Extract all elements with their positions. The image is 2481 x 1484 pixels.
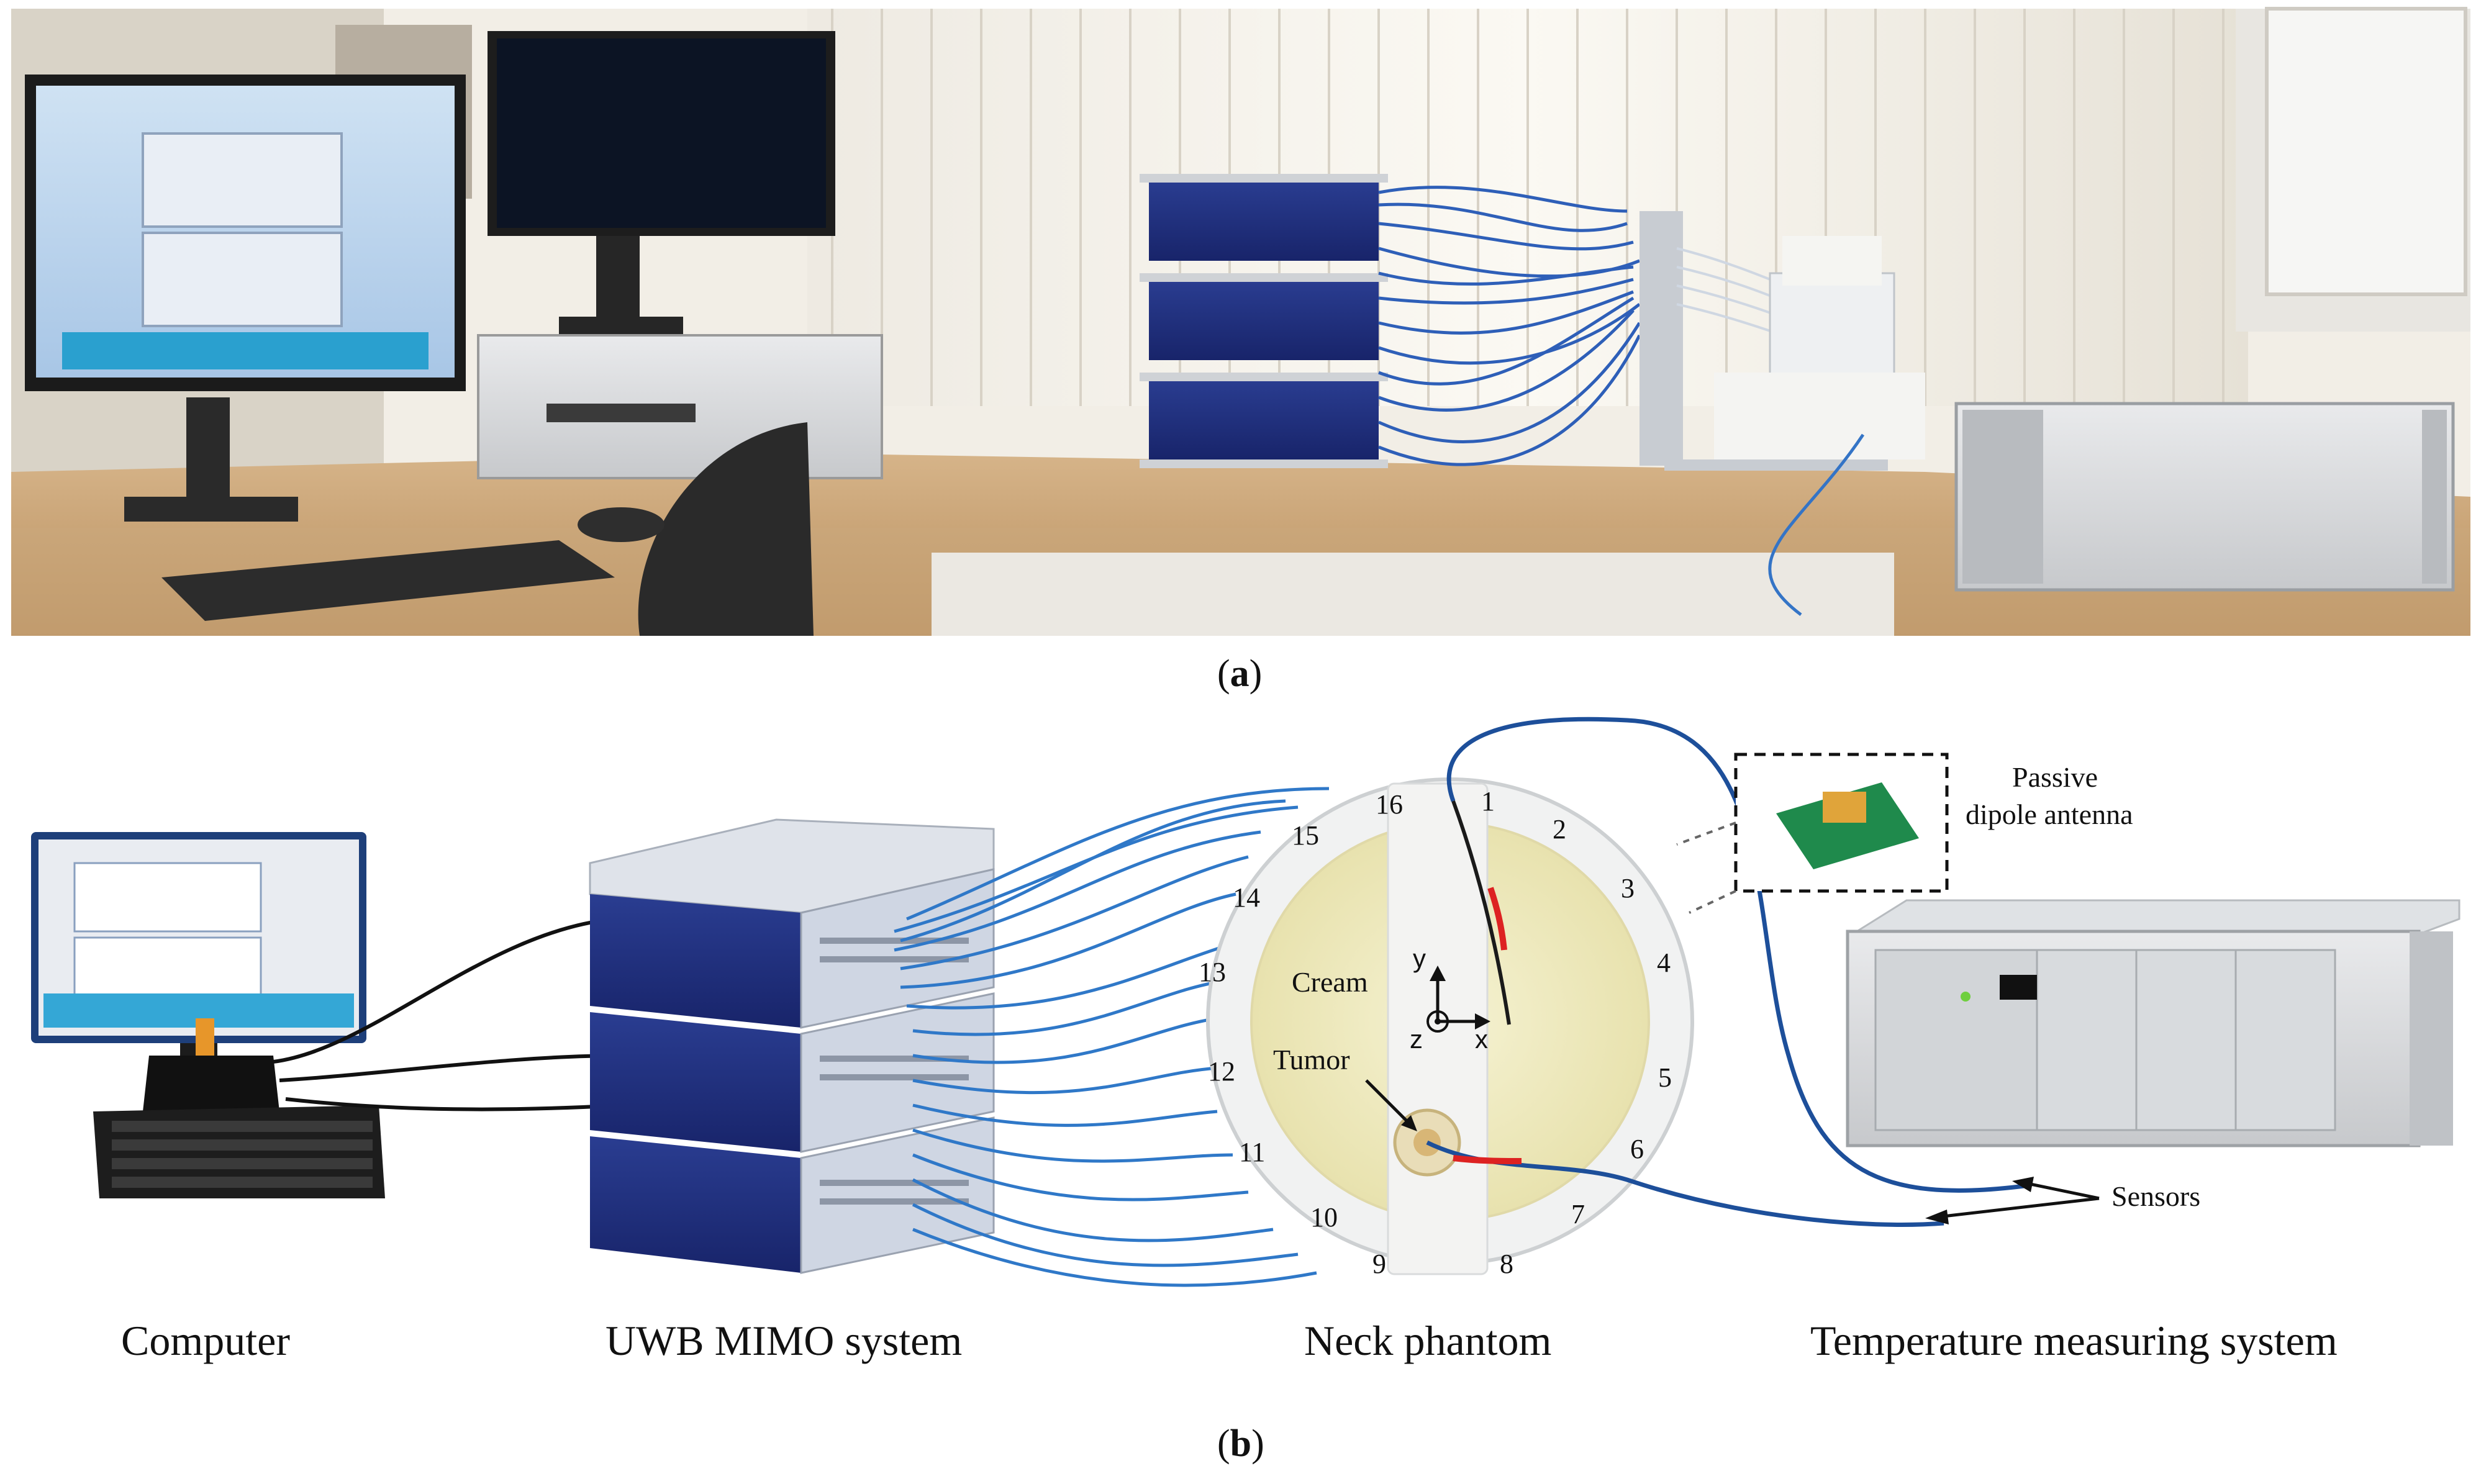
coaxial-cables: [894, 787, 1330, 1287]
photo-cables: [1377, 186, 1641, 466]
antenna-number: 11: [1239, 1137, 1266, 1167]
temperature-measuring-illustration: [1846, 899, 2461, 1224]
caption-computer: Computer: [121, 1317, 290, 1364]
antenna-number: 3: [1621, 873, 1635, 903]
window-blinds: [807, 9, 2248, 406]
photo-left-monitor: [25, 75, 466, 522]
label-cream: Cream: [1292, 966, 1368, 998]
antenna-number: 16: [1376, 789, 1403, 820]
antenna-number: 15: [1292, 820, 1319, 851]
antenna-number: 7: [1571, 1199, 1585, 1229]
panel-b-label: (b): [1217, 1423, 1264, 1465]
axis-x-label: x: [1475, 1025, 1488, 1054]
antenna-number: 8: [1500, 1249, 1513, 1279]
axis-y-label: y: [1413, 944, 1426, 973]
antenna-number: 2: [1553, 814, 1566, 844]
caption-temperature-system: Temperature measuring system: [1810, 1317, 2338, 1364]
dipole-antenna-inset: [1676, 753, 1949, 914]
label-passive: Passive: [2012, 761, 2098, 793]
antenna-number: 4: [1657, 948, 1671, 978]
antenna-number: 1: [1481, 786, 1495, 817]
data-cables: [273, 917, 622, 1111]
antenna-number: 10: [1310, 1202, 1338, 1233]
caption-uwb-mimo: UWB MIMO system: [606, 1317, 963, 1364]
photo-right-monitor: [488, 31, 835, 335]
antenna-number: 14: [1233, 882, 1260, 913]
antenna-number: 5: [1658, 1062, 1672, 1093]
photo-temperature-box: [1954, 402, 2455, 592]
antenna-number: 12: [1208, 1056, 1235, 1087]
antenna-number: 9: [1372, 1249, 1386, 1279]
antenna-number: 13: [1199, 957, 1226, 987]
label-tumor: Tumor: [1273, 1044, 1350, 1075]
label-dipole-antenna: dipole antenna: [1966, 799, 2133, 830]
panel-a-label: (a): [1217, 653, 1263, 695]
photo-lab-setup: [11, 7, 2470, 636]
axis-z-label: z: [1410, 1025, 1423, 1054]
antenna-number: 6: [1630, 1134, 1644, 1164]
computer-illustration: [31, 832, 385, 1198]
photo-uwb-stack: [1140, 174, 1388, 468]
uwb-mimo-illustration: [589, 818, 995, 1274]
neck-phantom: [1206, 717, 2025, 1275]
coordinate-axes: [1426, 966, 1490, 1033]
caption-neck-phantom: Neck phantom: [1304, 1317, 1552, 1364]
label-sensors: Sensors: [2111, 1180, 2201, 1212]
